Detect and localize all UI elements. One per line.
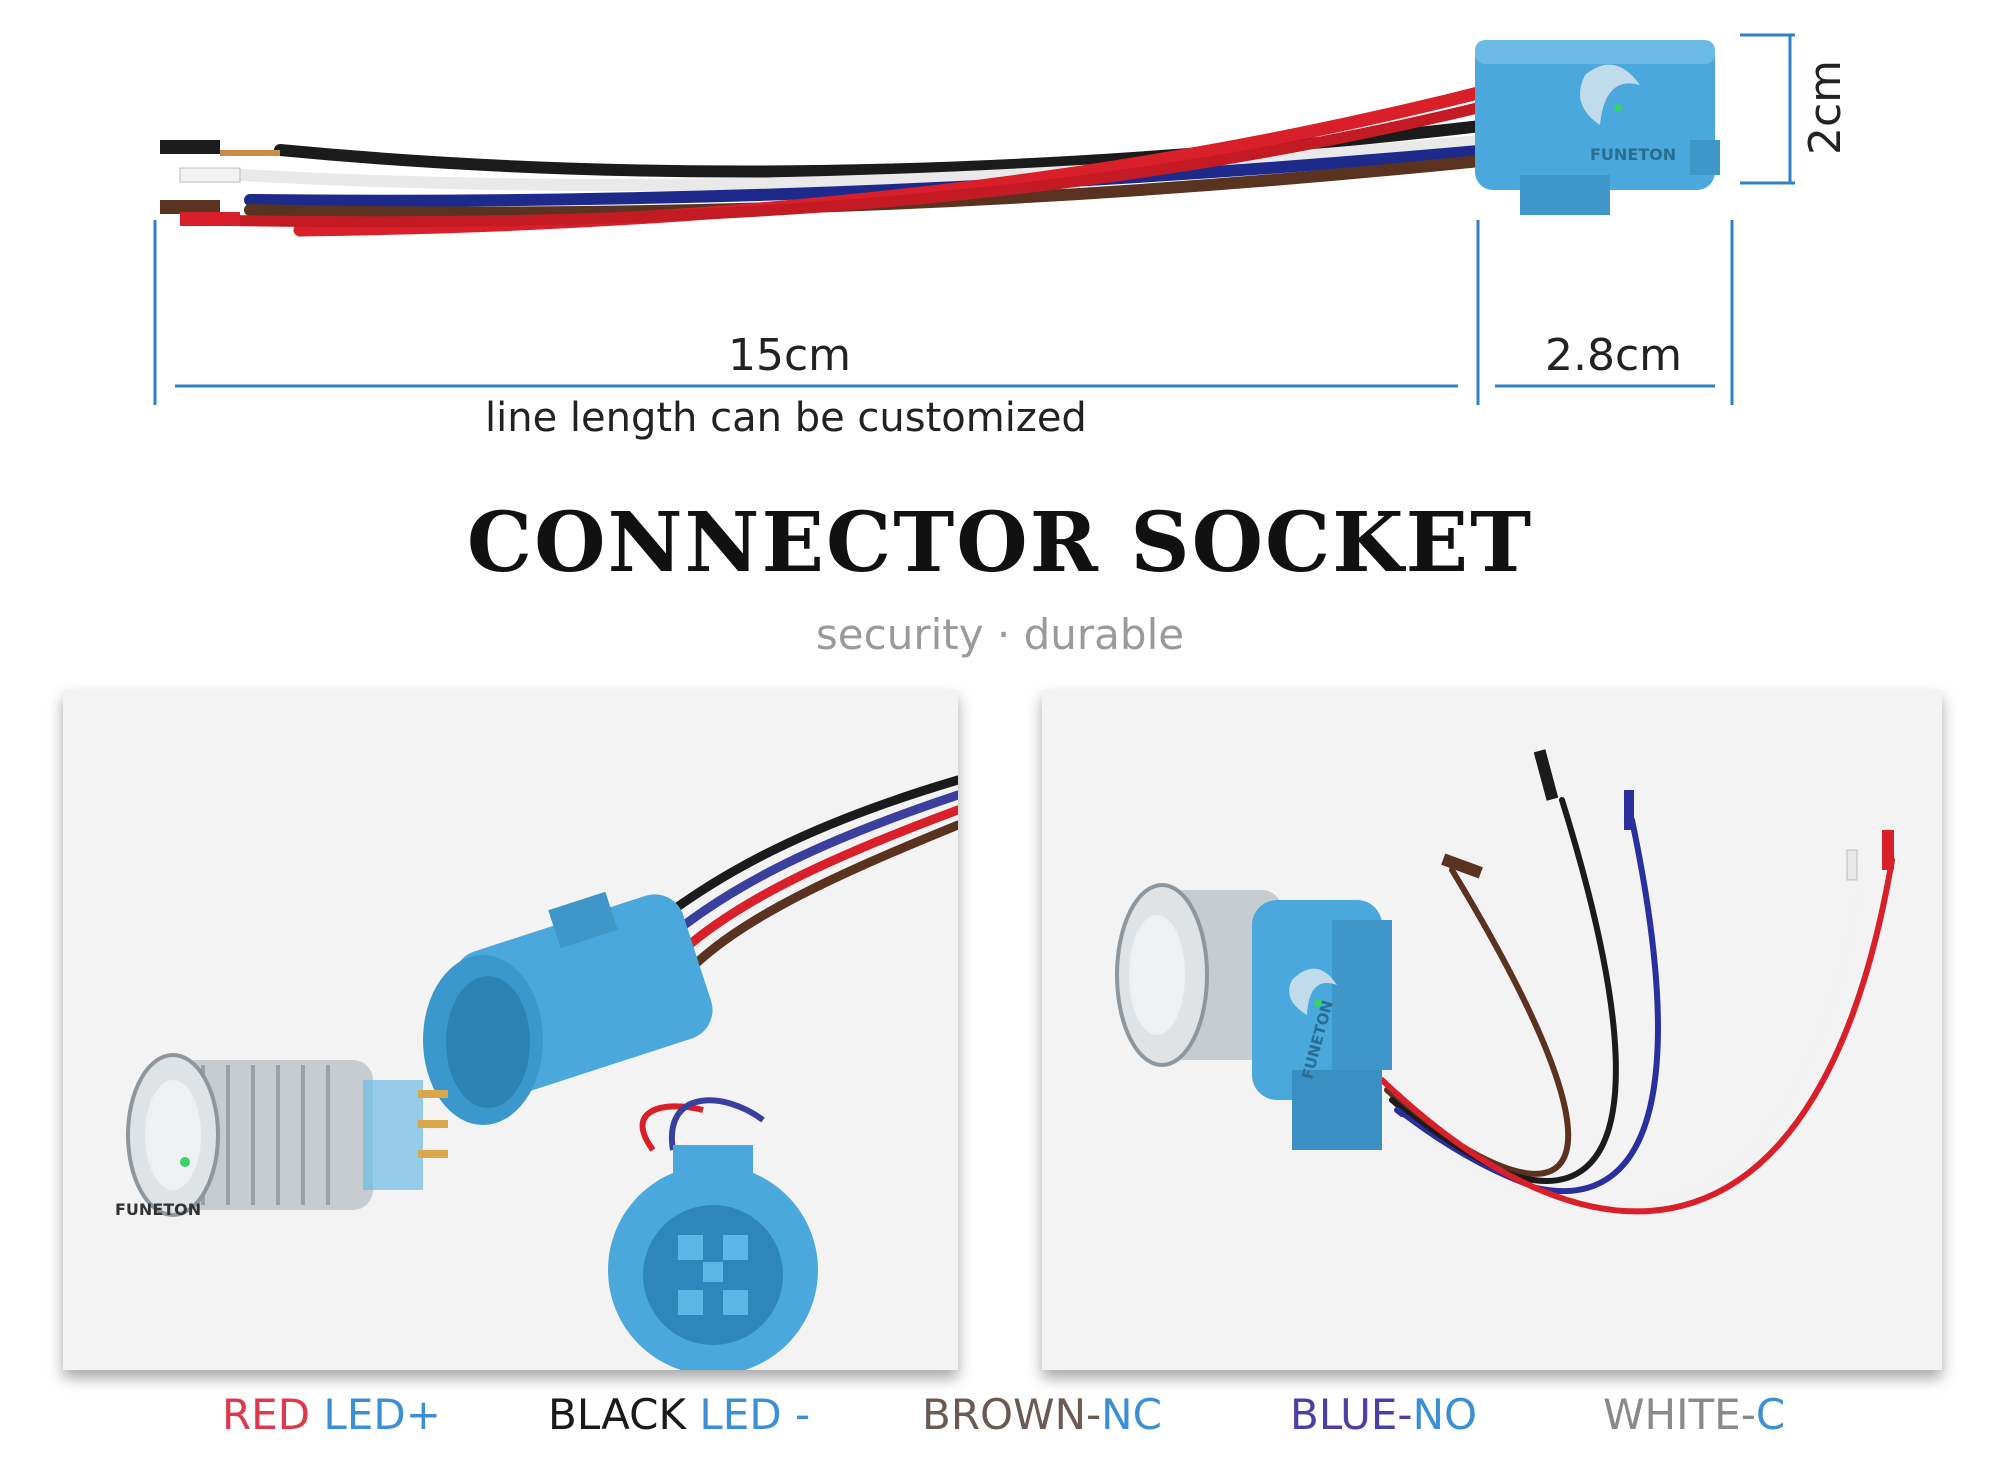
connector-body [1475,40,1720,215]
cable-dimension-drawing: FUNETON [153,33,1795,405]
legend-white-color: WHITE- [1603,1390,1756,1439]
legend-black-color: BLACK [548,1390,687,1439]
connector-brand-mark: FUNETON [1590,145,1676,164]
legend-white: WHITE-C [1603,1390,1785,1439]
connector-length-label: 2.8cm [1545,330,1683,381]
left-brand-mark: FUNETON [115,1200,201,1219]
right-blue-connector [1252,900,1392,1150]
legend-blue: BLUE-NO [1290,1390,1477,1439]
right-wire-fan [1379,797,1895,1215]
legend-red-color: RED [222,1390,311,1439]
customization-note: line length can be customized [485,395,1087,441]
right-wire-tips [1441,749,1894,881]
legend-brown-function: NC [1101,1390,1162,1439]
connector-photo-left: FUNETON [63,690,958,1370]
red-wire-2 [194,99,1496,228]
connector-height-label: 2cm [1800,59,1851,155]
legend-brown: BROWN-NC [922,1390,1162,1439]
socket-face-view [608,1097,818,1370]
white-wire [234,134,1496,192]
legend-white-function: C [1755,1390,1786,1439]
legend-red-function: LED+ [310,1390,441,1439]
legend-blue-function: NO [1412,1390,1478,1439]
legend-blue-color: BLUE- [1290,1390,1413,1439]
legend-red: RED LED+ [222,1390,441,1439]
metal-push-switch [126,1053,448,1217]
wire-color-legend: RED LED+ BLACK LED - BROWN-NC BLUE-NO WH… [0,1390,2000,1460]
dimension-lines [153,33,1795,405]
page-title: CONNECTOR SOCKET [466,495,1534,591]
legend-black-function: LED - [686,1390,811,1439]
wire-bundle [194,83,1497,237]
connector-photo-right: FUNETON [1042,690,1942,1370]
left-blue-connector [423,891,713,1125]
wire-length-label: 15cm [728,330,852,381]
legend-brown-color: BROWN- [922,1390,1102,1439]
legend-black: BLACK LED - [548,1390,810,1439]
page-subtitle: security · durable [815,610,1185,659]
wire-tips [160,140,280,226]
